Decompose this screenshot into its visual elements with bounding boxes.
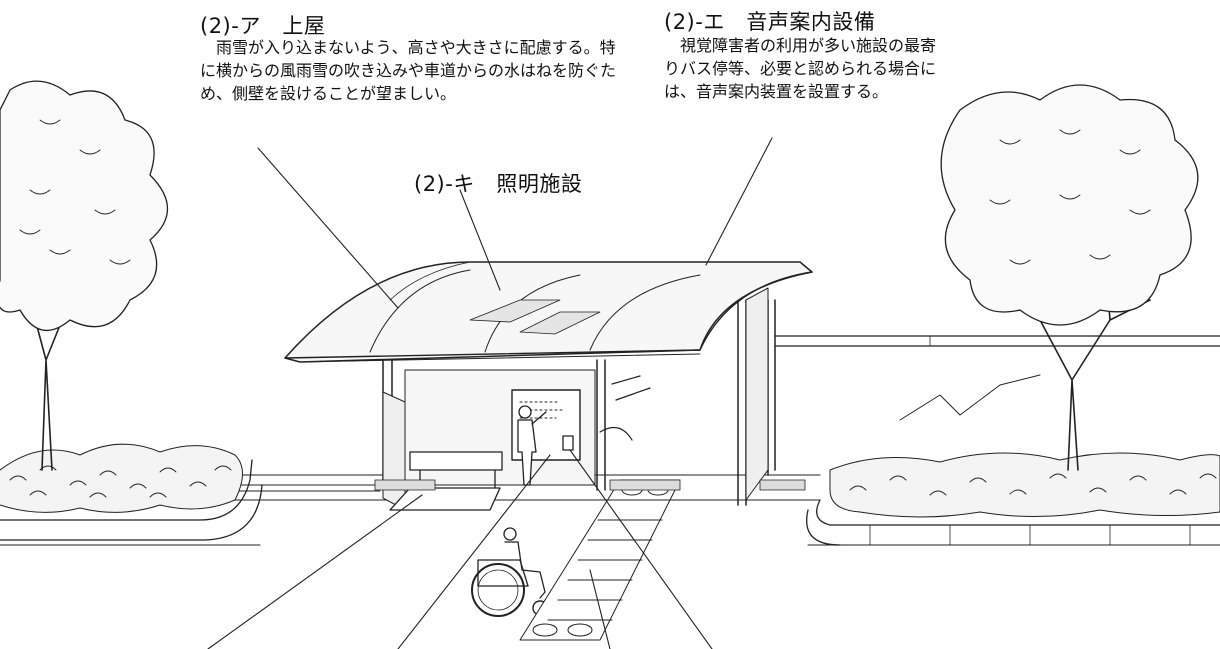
leader-lines — [207, 137, 773, 649]
bench — [389, 451, 503, 511]
left-planter — [0, 443, 263, 541]
shelter-side-panel-right — [745, 287, 769, 501]
shelter-side-panel-left — [382, 391, 406, 511]
background-wall — [774, 335, 1220, 421]
annotation-roof-text: 雨雪が入り込まないよう、高さや大きさに配慮する。特に横からの風雨雪の吹き込みや車… — [200, 38, 617, 103]
right-tree — [940, 84, 1199, 471]
standing-person — [517, 405, 547, 486]
tactile-paving — [519, 479, 681, 641]
shelter-roof — [284, 261, 813, 363]
right-planter — [806, 452, 1220, 546]
annotation-roof-title: (2)-ア 上屋 — [200, 14, 326, 38]
annotation-audio-text: 視覚障害者の利用が多い施設の最寄りバス停等、必要と認められる場合には、音声案内装… — [664, 36, 937, 101]
drain-grates — [374, 479, 806, 491]
annotation-audio-title: (2)-エ 音声案内設備 — [664, 10, 876, 34]
wheelchair-user — [471, 527, 548, 617]
left-tree — [0, 80, 169, 471]
annotation-lighting-title: (2)-キ 照明施設 — [414, 172, 583, 196]
roof-light-panel — [469, 299, 601, 335]
audio-guide-device — [562, 435, 574, 451]
